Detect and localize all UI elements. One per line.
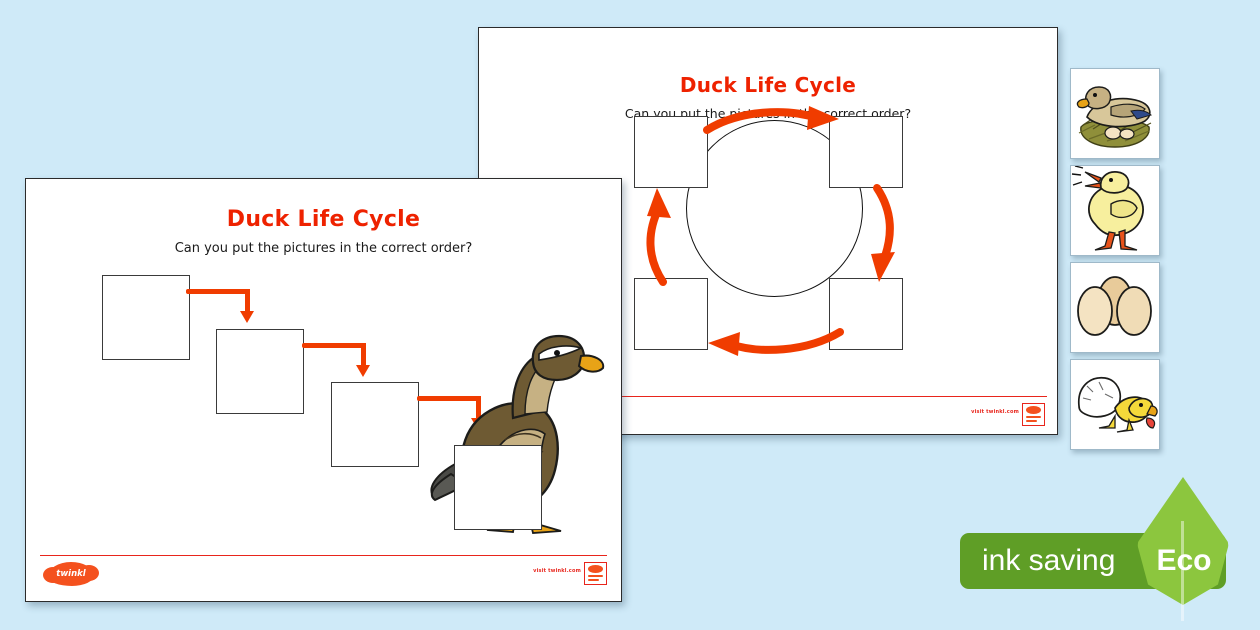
visit-twinkl-text[interactable]: visit twinkl.com — [971, 409, 1019, 415]
sequence-arrow-2 — [302, 343, 374, 378]
page-title: Duck Life Cycle — [679, 73, 857, 97]
twinkl-badge-icon — [584, 562, 607, 585]
eco-label: Eco — [1156, 544, 1212, 577]
card-duck-on-nest[interactable] — [1070, 68, 1160, 159]
card-duckling-hatching[interactable] — [1070, 359, 1160, 450]
cycle-box-top-left[interactable] — [634, 116, 708, 188]
sequence-box-3[interactable] — [331, 382, 419, 467]
duckling-chirping-icon — [1071, 166, 1159, 255]
footer-rule — [489, 396, 1047, 397]
ink-saving-eco-badge: ink saving Eco — [960, 463, 1250, 621]
sequence-box-4[interactable] — [454, 445, 542, 530]
cycle-arrow-bottom — [708, 328, 844, 356]
visit-twinkl-text[interactable]: visit twinkl.com — [533, 568, 581, 574]
sequence-box-2[interactable] — [216, 329, 304, 414]
sequence-box-1[interactable] — [102, 275, 190, 360]
duckling-hatching-icon — [1071, 360, 1159, 449]
life-cycle-circle — [686, 120, 863, 297]
twinkl-logo[interactable]: twinkl — [43, 562, 99, 586]
card-duckling-chirping[interactable] — [1070, 165, 1160, 256]
page-subtitle: Can you put the pictures in the correct … — [174, 241, 473, 256]
cycle-arrow-right — [871, 184, 895, 282]
footer-rule — [40, 555, 607, 556]
twinkl-logo-text: twinkl — [56, 569, 86, 579]
three-eggs-icon — [1071, 263, 1159, 352]
worksheet-page-sequence[interactable]: Duck Life Cycle Can you put the pictures… — [25, 178, 622, 602]
sequence-arrow-1 — [186, 289, 258, 324]
page-title: Duck Life Cycle — [226, 207, 421, 232]
cycle-box-bottom-left[interactable] — [634, 278, 708, 350]
ink-saving-label: ink saving — [982, 544, 1116, 577]
cycle-box-top-right[interactable] — [829, 116, 903, 188]
cycle-arrow-left — [646, 188, 671, 286]
cycle-box-bottom-right[interactable] — [829, 278, 903, 350]
cycle-arrow-top — [703, 106, 839, 134]
leaf-stem — [1181, 521, 1184, 621]
card-three-eggs[interactable] — [1070, 262, 1160, 353]
twinkl-badge-icon — [1022, 403, 1045, 426]
duck-on-nest-icon — [1071, 69, 1159, 158]
